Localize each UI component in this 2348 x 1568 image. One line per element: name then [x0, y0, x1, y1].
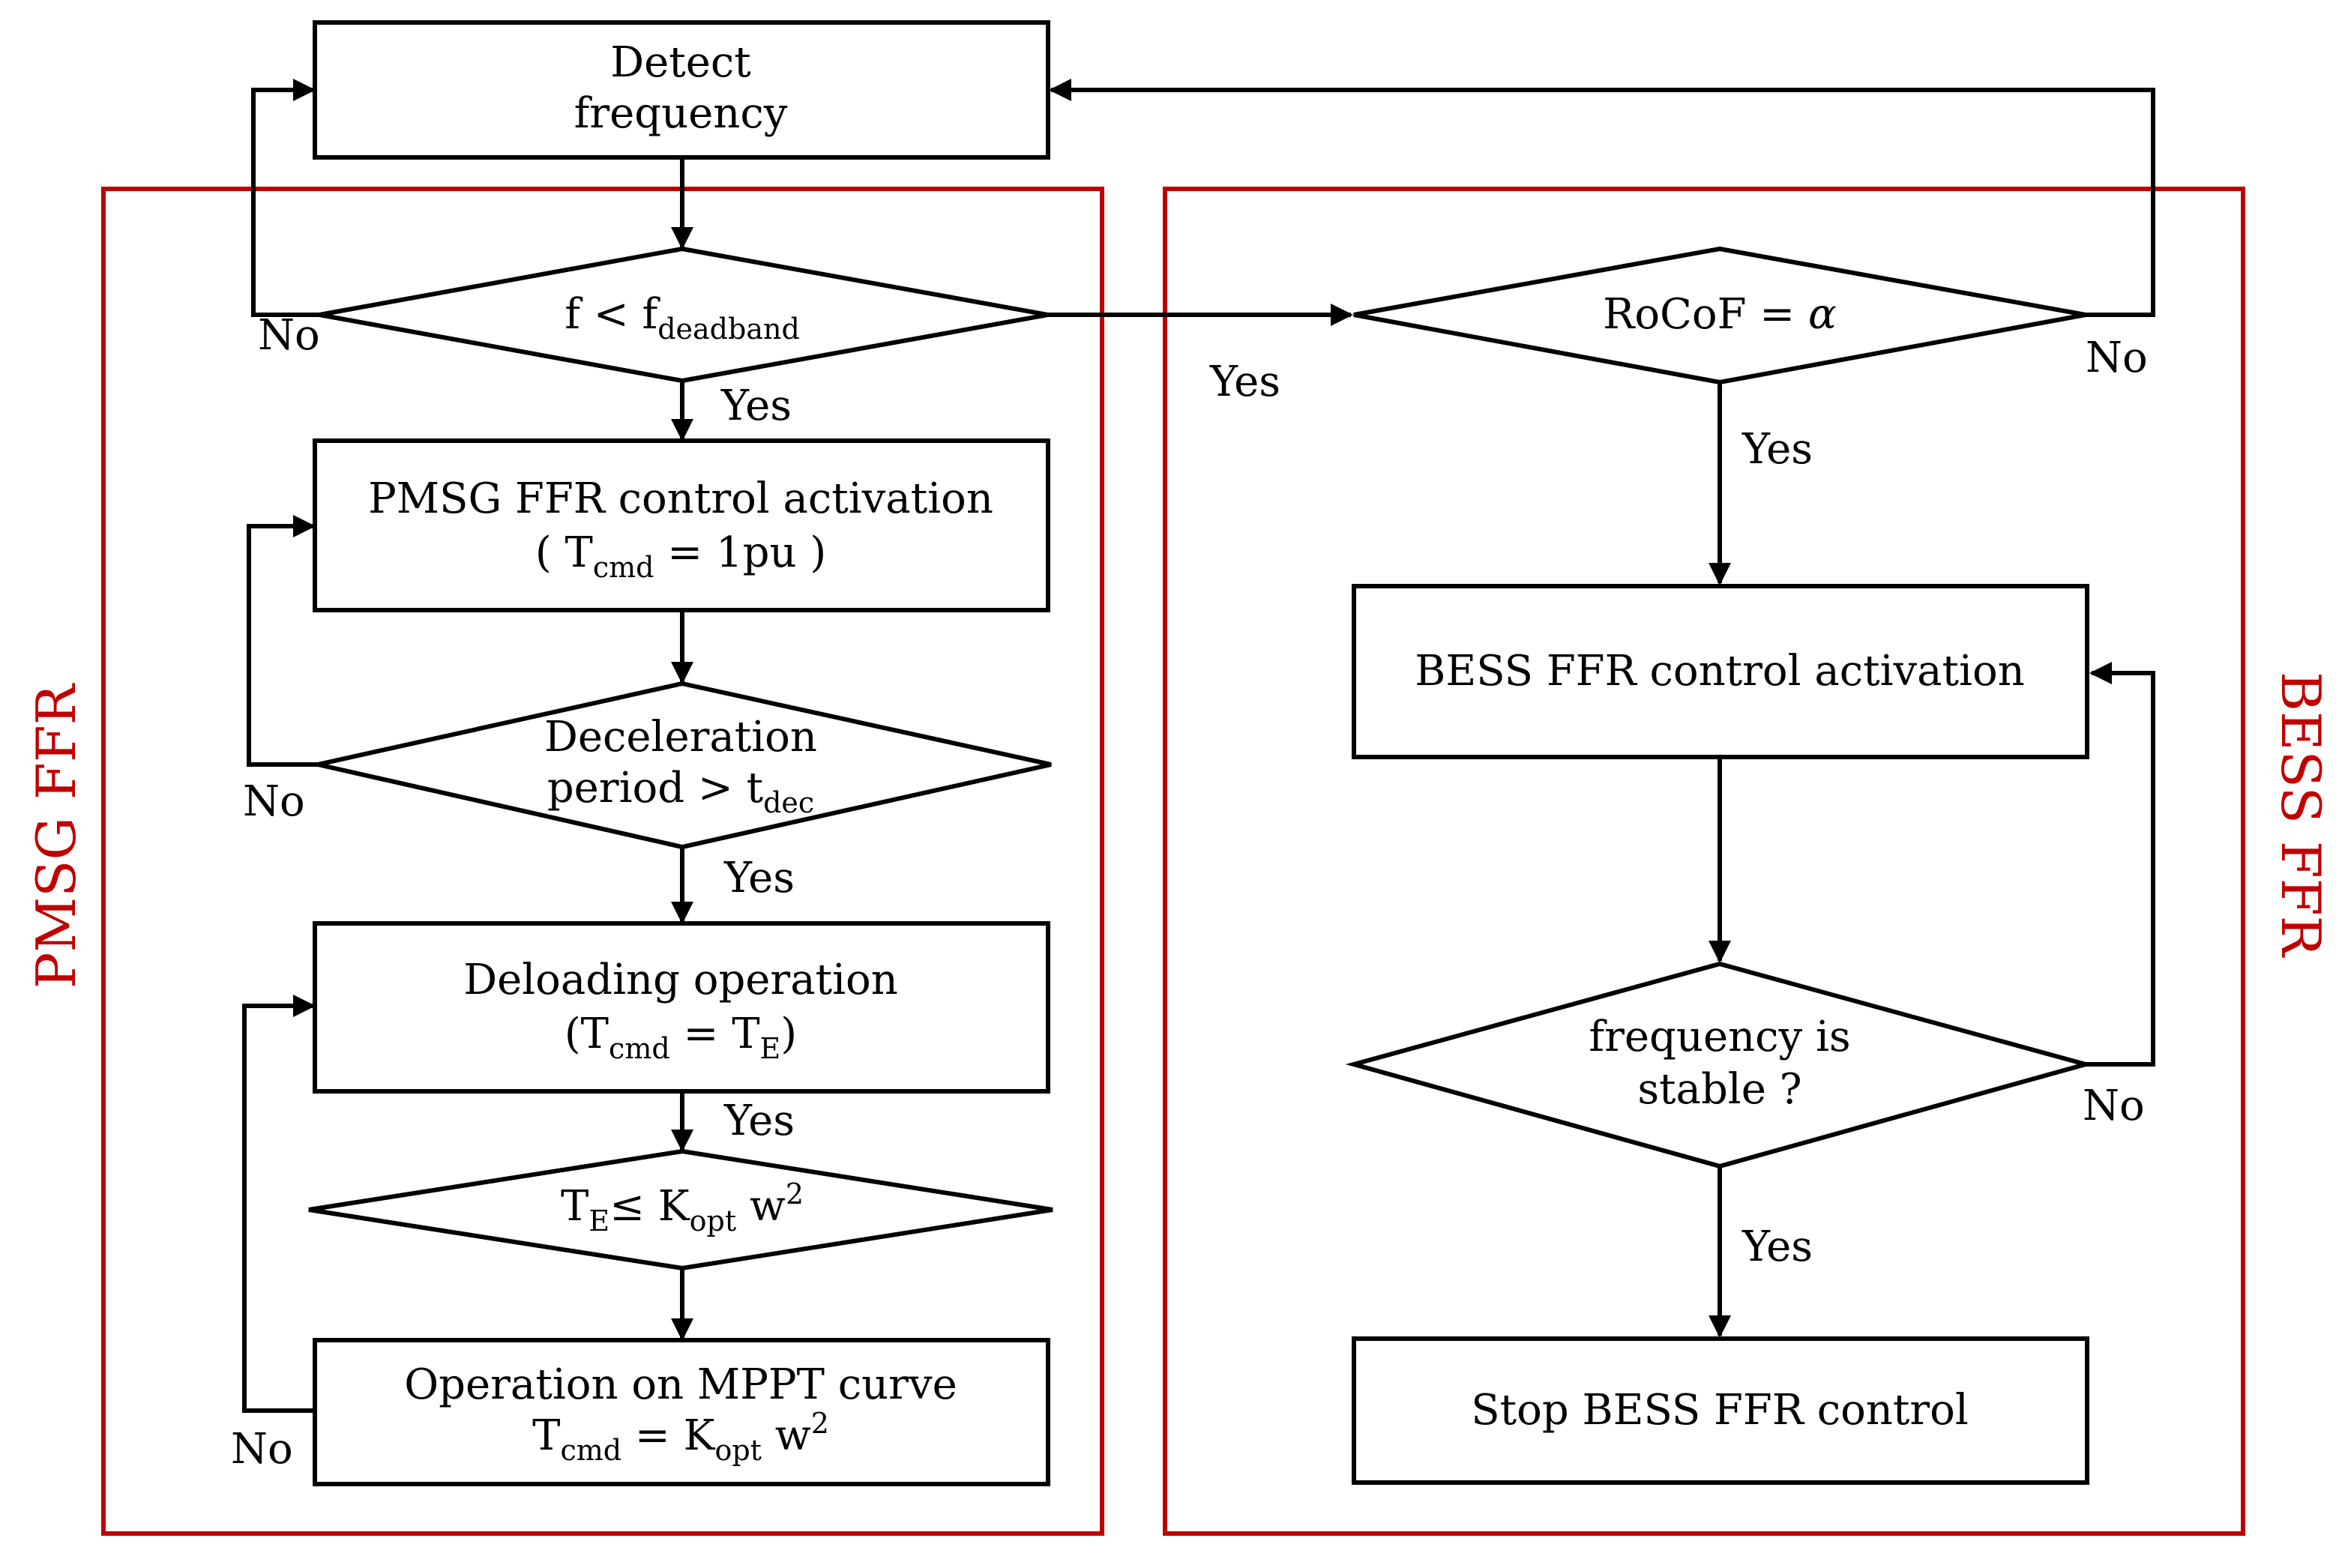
- edge-label-deadband-to-rocof-yes: Yes: [1209, 358, 1280, 406]
- torque-condition-label: TE≤ Kopt w2: [561, 1177, 804, 1237]
- arrow-stable-no-loop: [2086, 662, 2155, 1067]
- deceleration-line1: Deceleration: [544, 713, 817, 762]
- pmsg-activation-line2: ( Tcmd = 1pu ): [535, 528, 826, 584]
- deceleration-line2: period > tdec: [547, 764, 814, 819]
- bess-ffr-panel: [1163, 187, 2245, 1536]
- pmsg-ffr-panel: [101, 187, 1104, 1536]
- edge-label-deadband-yes: Yes: [720, 382, 792, 430]
- rocof-condition-label: RoCoF = α: [1603, 290, 1837, 339]
- edge-label-rocof-yes: Yes: [1742, 425, 1813, 474]
- edge-label-mppt-no: No: [231, 1425, 293, 1474]
- mppt-line1: Operation on MPPT curve: [404, 1360, 957, 1409]
- arrow-deadband-no-loop: [251, 79, 319, 317]
- deloading-line2: (Tcmd = TE): [565, 1010, 797, 1065]
- pmsg-ffr-title: PMSG FFR: [25, 683, 88, 989]
- rocof-decision: [1353, 246, 2086, 385]
- stop-bess-label: Stop BESS FFR control: [1471, 1386, 1969, 1435]
- detect-frequency-line1: Detect: [610, 38, 751, 87]
- stop-bess-box: [1352, 1336, 2089, 1485]
- pmsg-activation-box: [313, 438, 1050, 612]
- arrow-decel-no-loop: [247, 515, 318, 767]
- detect-frequency-line2: frequency: [574, 89, 788, 138]
- deadband-condition-label: f < fdeadband: [565, 290, 800, 346]
- edge-label-stable-yes: Yes: [1742, 1222, 1813, 1271]
- detect-frequency-box: [313, 20, 1050, 160]
- edge-label-decel-no: No: [243, 777, 305, 826]
- torque-decision: [308, 1148, 1053, 1271]
- stability-line2: stable ?: [1637, 1065, 1801, 1114]
- arrow-mppt-no-loop: [242, 995, 316, 1413]
- bess-activation-box: [1352, 584, 2089, 759]
- edge-label-decel-yes: Yes: [723, 854, 795, 902]
- mppt-line2: Tcmd = Kopt w2: [532, 1407, 829, 1467]
- edge-label-deloading-yes: Yes: [723, 1097, 795, 1145]
- pmsg-activation-line1: PMSG FFR control activation: [368, 474, 993, 523]
- edge-label-stable-no: No: [2083, 1082, 2145, 1130]
- deadband-decision: [319, 246, 1049, 384]
- bess-activation-label: BESS FFR control activation: [1415, 647, 2024, 696]
- bess-ffr-title: BESS FFR: [2269, 672, 2332, 958]
- deloading-operation-box: [313, 921, 1050, 1094]
- edge-label-rocof-no: No: [2086, 334, 2148, 382]
- edge-label-deadband-no: No: [258, 311, 320, 360]
- stability-line1: frequency is: [1589, 1013, 1850, 1061]
- arrow-rocof-no-loop: [1049, 79, 2155, 317]
- deceleration-decision: [317, 681, 1052, 850]
- stability-decision: [1345, 961, 2095, 1169]
- mppt-operation-box: [313, 1338, 1050, 1486]
- deloading-line1: Deloading operation: [463, 956, 898, 1004]
